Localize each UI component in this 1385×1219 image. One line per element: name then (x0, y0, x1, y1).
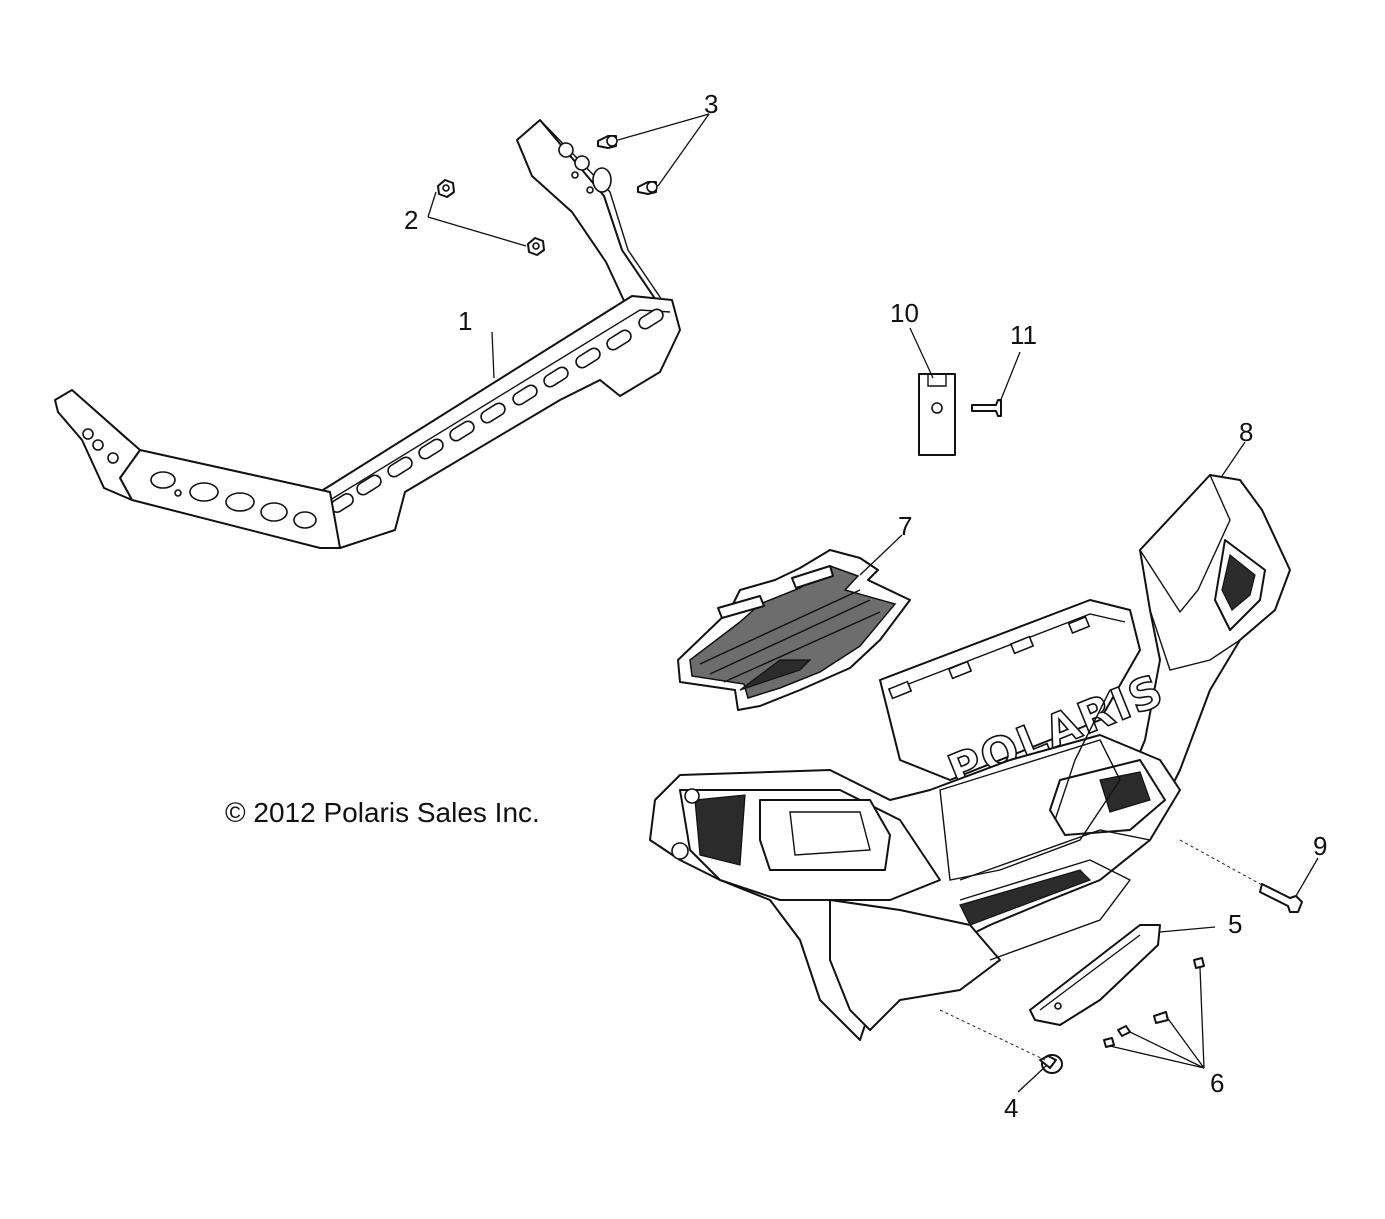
grille-part-7 (677, 549, 911, 711)
assembly-guide-lines (939, 839, 1263, 1061)
callout-9: 9 (1313, 831, 1327, 861)
callout-11: 11 (1010, 320, 1037, 350)
leader-lines (427, 113, 1319, 1093)
callout-10: 10 (890, 298, 919, 328)
callout-3: 3 (704, 89, 718, 119)
screw-part-11 (971, 399, 1002, 417)
callout-labels: 1 2 3 4 5 6 7 8 9 10 11 (404, 89, 1327, 1123)
bumper-bracket-part-1 (54, 119, 681, 549)
nut-part-2 (437, 179, 545, 256)
front-fascia-part-8: POLARIS (649, 474, 1291, 1041)
callout-1: 1 (458, 306, 472, 336)
bracket-slots (330, 308, 664, 513)
screw-part-3 (597, 135, 658, 195)
callout-6: 6 (1210, 1068, 1224, 1098)
skid-plate-part-5 (1029, 924, 1161, 1026)
callout-2: 2 (404, 205, 418, 235)
clip-part-10 (918, 373, 956, 456)
callout-5: 5 (1228, 909, 1242, 939)
bolt-part-9 (1259, 883, 1303, 913)
copyright-notice: © 2012 Polaris Sales Inc. (225, 797, 540, 828)
callout-8: 8 (1239, 417, 1253, 447)
callout-7: 7 (898, 511, 912, 541)
callout-4: 4 (1004, 1093, 1018, 1123)
push-rivet-part-4 (1039, 1054, 1063, 1074)
